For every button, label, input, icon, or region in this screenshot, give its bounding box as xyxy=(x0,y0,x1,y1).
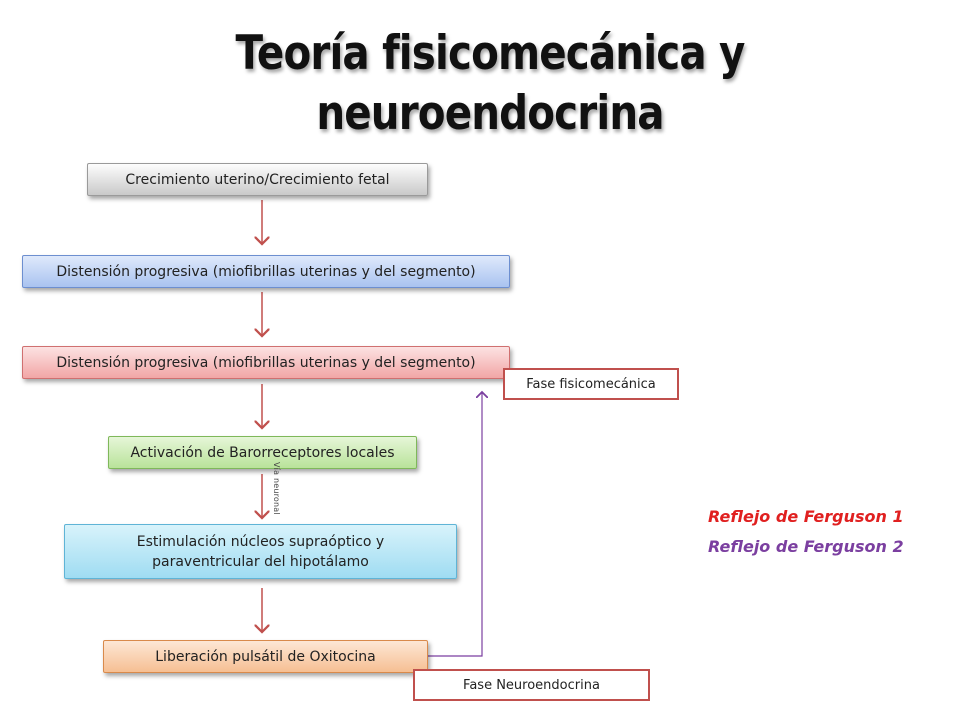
step-distension-2: Distensión progresiva (miofibrillas uter… xyxy=(22,346,510,379)
legend-ferguson-1: Reflejo de Ferguson 1 xyxy=(708,507,904,526)
fase-fisicomecanica-label: Fase fisicomecánica xyxy=(526,376,656,392)
step-barorreceptores: Activación de Barorreceptores locales xyxy=(108,436,417,469)
step-distension-2-label: Distensión progresiva (miofibrillas uter… xyxy=(56,354,476,371)
fase-fisicomecanica: Fase fisicomecánica xyxy=(503,368,679,400)
fase-neuroendocrina: Fase Neuroendocrina xyxy=(413,669,650,701)
fase-neuroendocrina-label: Fase Neuroendocrina xyxy=(463,677,600,693)
step-barorreceptores-label: Activación de Barorreceptores locales xyxy=(130,444,395,461)
page-title: Teoría fisicomecánica y neuroendocrina xyxy=(180,24,799,144)
title-line-2: neuroendocrina xyxy=(316,86,664,141)
feedback-arrow xyxy=(428,392,482,657)
title-line-1: Teoría fisicomecánica y xyxy=(235,26,746,81)
step-estimulacion: Estimulación núcleos supraóptico y parav… xyxy=(64,524,457,579)
step-crecimiento-label: Crecimiento uterino/Crecimiento fetal xyxy=(125,171,390,188)
step-oxitocina-label: Liberación pulsátil de Oxitocina xyxy=(155,648,376,665)
via-neuronal-label: Vía neuronal xyxy=(272,462,281,515)
step-crecimiento: Crecimiento uterino/Crecimiento fetal xyxy=(87,163,428,196)
legend-ferguson-2: Reflejo de Ferguson 2 xyxy=(708,537,904,556)
step-estimulacion-label: Estimulación núcleos supraóptico y parav… xyxy=(136,533,385,570)
step-oxitocina: Liberación pulsátil de Oxitocina xyxy=(103,640,428,673)
step-distension-1: Distensión progresiva (miofibrillas uter… xyxy=(22,255,510,288)
step-distension-1-label: Distensión progresiva (miofibrillas uter… xyxy=(56,263,476,280)
